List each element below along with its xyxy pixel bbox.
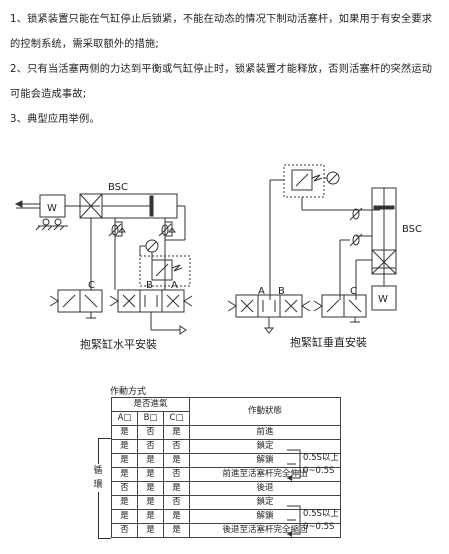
left-valve-b-label: B [146, 280, 153, 291]
cycle-label: 循環 [92, 464, 104, 492]
right-load-label: W [378, 294, 388, 305]
right-cylinder-label: BSC [402, 224, 422, 235]
right-valve-c-label: C [350, 286, 357, 297]
left-diagram-caption: 抱緊缸水平安裝 [80, 338, 157, 351]
timing-label-1: 0.5S以上 [303, 453, 339, 463]
table-title: 作動方式 [110, 387, 147, 397]
paragraph-3: 3、典型应用举例。 [10, 114, 100, 125]
cell-a: 否 [111, 523, 138, 538]
table-row: 是 是 否 鎖定 [111, 495, 341, 510]
paragraph-2: 2、只有当活塞两侧的力达到平衡或气缸停止时，锁紧装置才能释放，否则活塞杆的突然运… [10, 64, 433, 100]
cell-state: 後退至活塞杆完全縮回 [189, 523, 341, 538]
left-valve-a-label: A [171, 280, 178, 291]
timing-label-2: 0~0.5S [303, 466, 335, 476]
operation-table: 是否進氣 作動狀態 A□ B□ C□ 是 否 是 前進 是 否 否 鎖定 是 是… [111, 397, 341, 538]
timing-label-4: 0~0.5S [303, 522, 335, 532]
paragraph-1: 1、锁紧装置只能在气缸停止后锁紧，不能在动态的情况下制动活塞杆，如果用于有安全要… [10, 14, 433, 50]
timing-label-3: 0.5S以上 [303, 509, 339, 519]
left-valve-c-label: C [88, 280, 95, 291]
right-circuit [227, 164, 397, 334]
right-diagram-caption: 抱緊缸垂直安裝 [290, 336, 367, 349]
left-cylinder-label: BSC [108, 182, 128, 193]
left-load-label: W [47, 203, 57, 214]
table-row: 否 是 是 後退至活塞杆完全縮回 [111, 523, 341, 538]
right-valve-a-label: A [258, 286, 265, 297]
pneumatic-circuit-diagrams: BSC W C B A BSC W A B C [14, 164, 422, 335]
left-circuit [14, 193, 193, 335]
right-valve-b-label: B [278, 286, 285, 297]
